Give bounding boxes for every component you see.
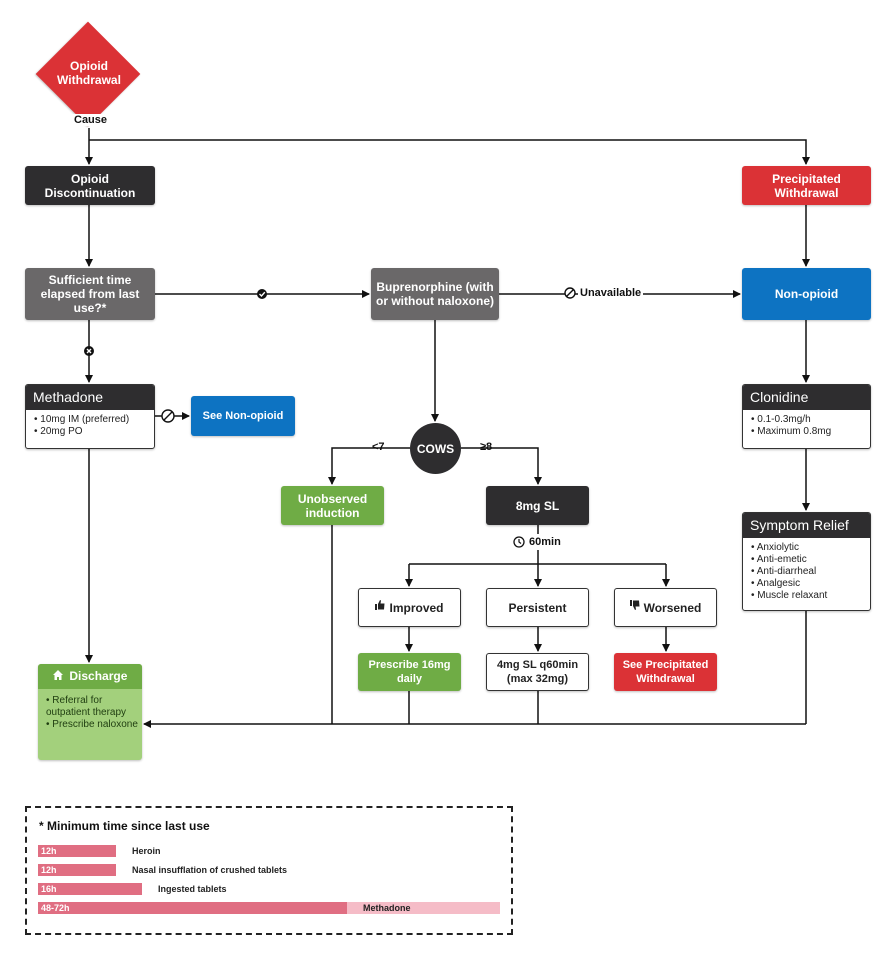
- list-item: 10mg IM (preferred): [34, 414, 154, 426]
- thumbs-up-icon: [375, 600, 385, 615]
- cause-label: Cause: [72, 114, 110, 126]
- buprenorphine-node: Buprenorphine (with or without naloxone): [371, 268, 499, 320]
- precipitated-withdrawal-node: Precipitated Withdrawal: [742, 166, 871, 205]
- clock-icon: [513, 536, 525, 548]
- clonidine-list: 0.1-0.3mg/h Maximum 0.8mg: [743, 414, 870, 438]
- legend-row-label: Heroin: [132, 846, 161, 856]
- list-item: 0.1-0.3mg/h: [751, 414, 870, 426]
- duration-bar: 12h: [38, 864, 116, 876]
- duration-bar: 48-72h: [38, 902, 347, 914]
- clonidine-title: Clonidine: [743, 385, 870, 410]
- home-icon: [52, 670, 66, 683]
- worsened-node: Worsened: [614, 588, 717, 627]
- clonidine-card: Clonidine 0.1-0.3mg/h Maximum 0.8mg: [742, 384, 871, 449]
- list-item: Prescribe naloxone: [46, 719, 142, 731]
- legend-title: * Minimum time since last use: [39, 819, 210, 833]
- symptom-relief-title: Symptom Relief: [743, 513, 870, 538]
- sufficient-time-node: Sufficient time elapsed from last use?*: [25, 268, 155, 320]
- see-non-opioid-node: See Non-opioid: [191, 396, 295, 436]
- no-entry-icon: [564, 287, 576, 299]
- methadone-title: Methadone: [26, 385, 154, 410]
- list-item: Anxiolytic: [751, 542, 870, 554]
- list-item: Analgesic: [751, 578, 870, 590]
- worsened-label: Worsened: [643, 600, 702, 615]
- symptom-relief-card: Symptom Relief Anxiolytic Anti-emetic An…: [742, 512, 871, 611]
- lt7-label: <7: [372, 441, 385, 453]
- duration-bar-range: [347, 902, 500, 914]
- check-icon: [257, 289, 267, 299]
- start-label: Opioid Withdrawal: [57, 59, 121, 87]
- cows-node: COWS: [410, 423, 461, 474]
- unobserved-induction-node: Unobserved induction: [281, 486, 384, 525]
- opioid-discontinuation-node: Opioid Discontinuation: [25, 166, 155, 205]
- persistent-node: Persistent: [486, 588, 589, 627]
- discharge-list: Referral for outpatient therapy Prescrib…: [38, 695, 142, 731]
- no-entry-icon: [161, 409, 175, 423]
- list-item: Referral for outpatient therapy: [46, 695, 142, 719]
- x-circle-icon: [84, 346, 94, 356]
- discharge-card: Discharge Referral for outpatient therap…: [38, 664, 142, 760]
- list-item: Maximum 0.8mg: [751, 426, 870, 438]
- list-item: Anti-diarrheal: [751, 566, 870, 578]
- time-60min-label: 60min: [527, 536, 563, 548]
- discharge-title: Discharge: [69, 669, 128, 683]
- duration-bar: 16h: [38, 883, 142, 895]
- list-item: Muscle relaxant: [751, 590, 870, 602]
- methadone-list: 10mg IM (preferred) 20mg PO: [26, 414, 154, 438]
- symptom-relief-list: Anxiolytic Anti-emetic Anti-diarrheal An…: [743, 542, 870, 602]
- legend-row-label: Ingested tablets: [158, 884, 227, 894]
- legend-box: * Minimum time since last use 12h Heroin…: [25, 806, 513, 935]
- non-opioid-node: Non-opioid: [742, 268, 871, 320]
- 4mg-sl-node: 4mg SL q60min (max 32mg): [486, 653, 589, 691]
- discharge-header: Discharge: [38, 664, 142, 689]
- ge8-label: ≥8: [480, 441, 493, 453]
- prescribe-node: Prescribe 16mg daily: [358, 653, 461, 691]
- methadone-card: Methadone 10mg IM (preferred) 20mg PO: [25, 384, 155, 449]
- unavailable-label: Unavailable: [578, 287, 644, 299]
- thumbs-down-icon: [629, 600, 640, 615]
- 8mg-sl-node: 8mg SL: [486, 486, 589, 525]
- list-item: Anti-emetic: [751, 554, 870, 566]
- list-item: 20mg PO: [34, 426, 154, 438]
- see-precipitated-node: See Precipitated Withdrawal: [614, 653, 717, 691]
- duration-bar: 12h: [38, 845, 116, 857]
- legend-row-label: Nasal insufflation of crushed tablets: [132, 865, 288, 875]
- legend-row-label: Methadone: [363, 903, 411, 913]
- improved-label: Improved: [389, 600, 444, 615]
- improved-node: Improved: [358, 588, 461, 627]
